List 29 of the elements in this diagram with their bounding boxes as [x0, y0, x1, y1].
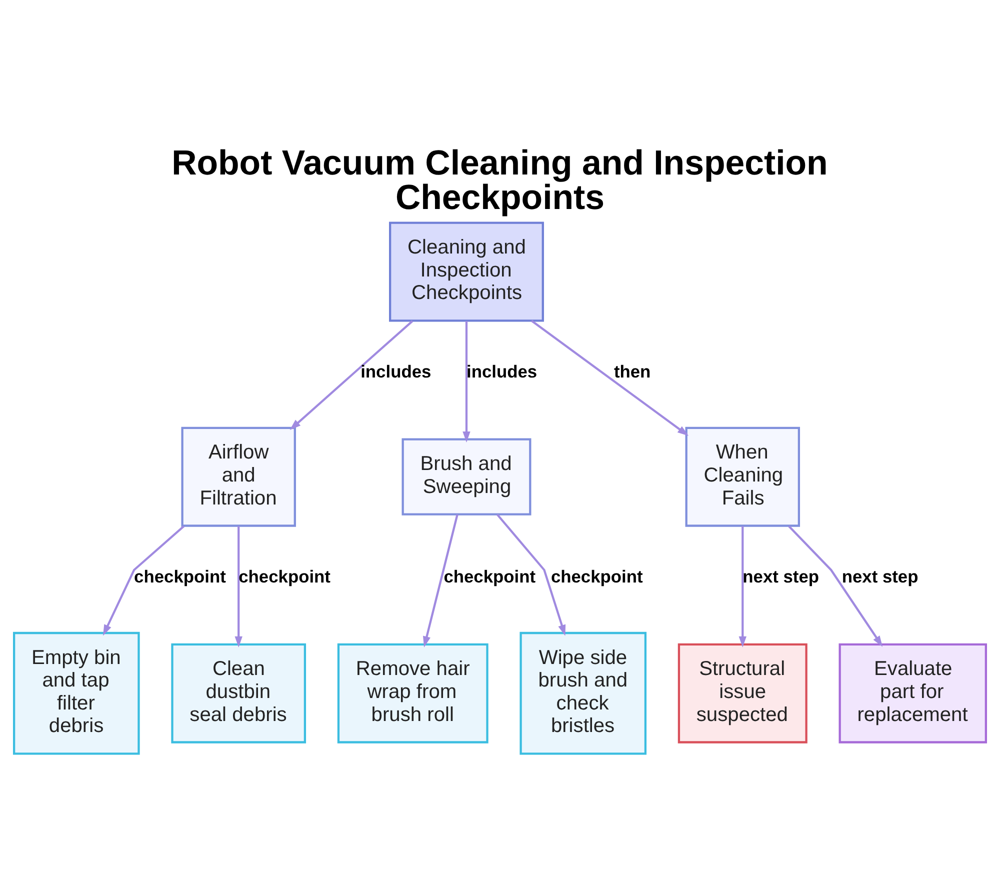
node-box: When Cleaning Fails [685, 426, 800, 527]
node-box: Evaluate part for replacement [838, 643, 988, 744]
arrow [423, 514, 458, 648]
arrow [788, 525, 883, 647]
diagram-title: Robot Vacuum Cleaning and Inspection Checkpoints [172, 143, 828, 218]
node-box: Structural issue suspected [678, 643, 808, 744]
node-box: Brush and Sweeping [402, 438, 532, 516]
node-box: Clean dustbin seal debris [171, 643, 306, 744]
node-box: Airflow and Filtration [181, 426, 296, 527]
arrow [530, 320, 689, 436]
node-box: Cleaning and Inspection Checkpoints [389, 222, 544, 322]
edge-label: checkpoint [444, 566, 536, 587]
node-box: Wipe side brush and check bristles [520, 632, 647, 755]
edge-label: then [614, 361, 651, 382]
arrow [234, 526, 242, 648]
edge-label: includes [360, 361, 432, 382]
edge-label: next step [742, 566, 820, 587]
node-box: Empty bin and tap filter debris [13, 632, 140, 755]
edge-label: includes [466, 361, 538, 382]
arrow [462, 321, 470, 442]
edge-label: checkpoint [238, 566, 330, 587]
edge-label: checkpoint [550, 566, 643, 587]
node-box: Remove hair wrap from brush roll [337, 643, 488, 744]
arrow [738, 526, 746, 648]
arrow [103, 525, 185, 636]
arrow [290, 320, 414, 430]
edge-label: checkpoint [134, 566, 226, 587]
edge-label: next step [842, 566, 918, 587]
arrow [496, 514, 566, 636]
